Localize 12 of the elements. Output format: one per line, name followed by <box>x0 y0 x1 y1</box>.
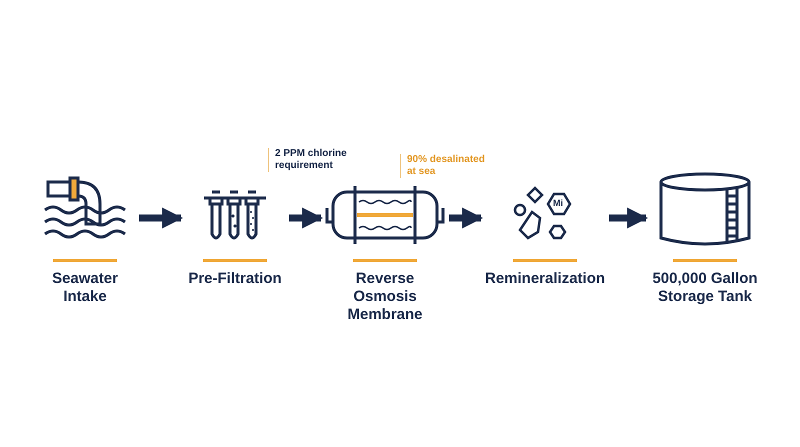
annotation-note: 2 PPM chlorine requirement <box>268 148 363 172</box>
arrow <box>449 208 484 228</box>
element-symbol: Mi <box>553 198 563 208</box>
annotation-note: 90% desalinated at sea <box>400 154 495 178</box>
step-label: 500,000 Gallon Storage Tank <box>651 270 759 306</box>
step-label: Remineralization <box>485 270 605 288</box>
arrow <box>289 208 324 228</box>
step-label: Reverse Osmosis Membrane <box>346 270 424 324</box>
step-label: Pre-Filtration <box>187 270 283 288</box>
arrow <box>139 208 184 228</box>
arrow <box>609 208 648 228</box>
step-label: Seawater Intake <box>51 270 119 306</box>
